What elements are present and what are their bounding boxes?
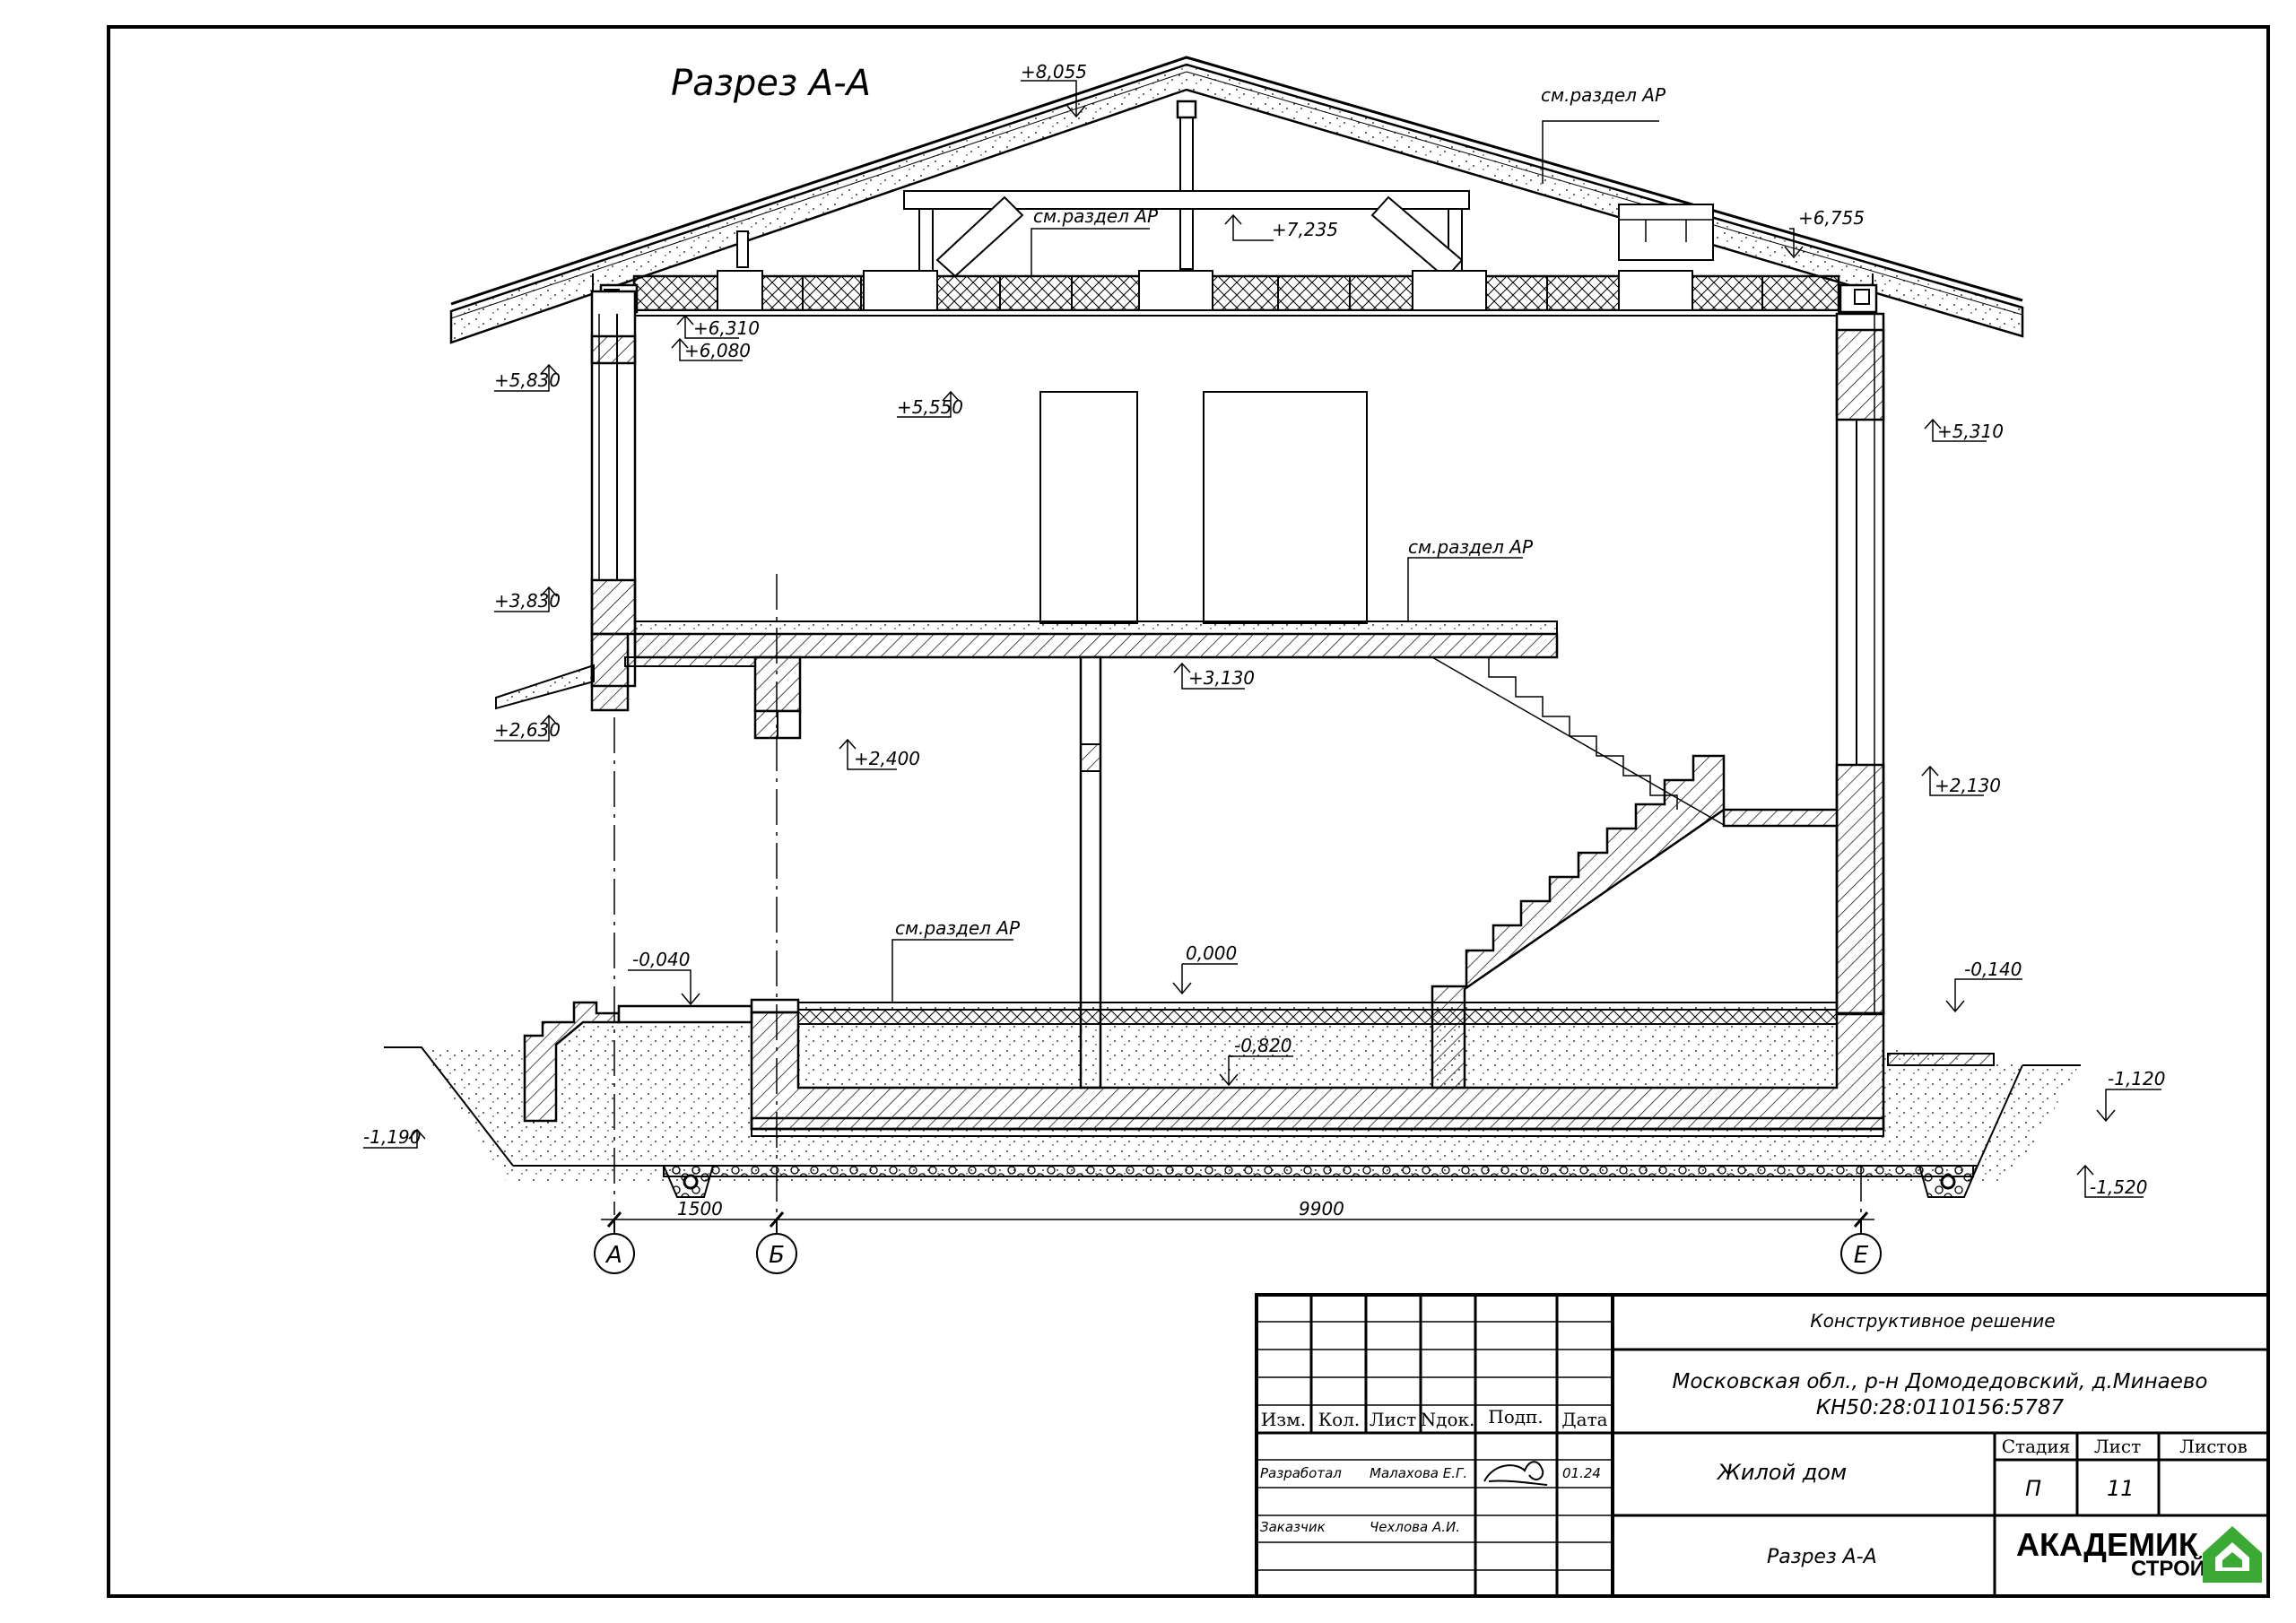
logo-line2: СТРОЙ — [2131, 1556, 2205, 1581]
level-foundation: -1,520 — [2090, 1176, 2147, 1198]
company-logo: АКАДЕМИК СТРОЙ — [2016, 1526, 2262, 1583]
axis-lines — [613, 574, 1862, 1215]
axis-label-b: Б — [769, 1242, 785, 1269]
tb-sheet-label: Лист — [2094, 1436, 2141, 1457]
level-landing: +2,130 — [1935, 775, 2001, 796]
level-floor2-under: +3,130 — [1188, 667, 1255, 689]
level-ground-right: -0,140 — [1964, 959, 2022, 980]
axis-bubbles — [594, 1219, 1882, 1274]
attic-floor — [599, 270, 1878, 317]
tb-header-kol: Кол. — [1318, 1409, 1361, 1430]
axis-label-a: А — [604, 1242, 622, 1269]
sheet-frame — [107, 25, 2270, 1598]
level-marks — [363, 80, 2161, 1198]
title-block — [1255, 1293, 2270, 1598]
signature-mark — [1483, 1461, 1548, 1486]
tb-address-line2: КН50:28:0110156:5787 — [1816, 1396, 2065, 1419]
note-floor1-ref: см.раздел АР — [895, 917, 1021, 939]
tb-customer-role: Заказчик — [1260, 1519, 1326, 1535]
level-porch: -0,040 — [632, 949, 690, 970]
tb-developer-date: 01.24 — [1562, 1465, 1601, 1481]
house-logo-icon — [2203, 1526, 2262, 1583]
level-wall-right-top: +5,310 — [1937, 421, 2004, 442]
dimension-span-ab: 1500 — [677, 1198, 723, 1219]
walls — [495, 290, 1885, 1016]
logo-line1: АКАДЕМИК — [2016, 1526, 2199, 1563]
level-door-top: +5,550 — [897, 396, 963, 418]
tb-customer-name: Чехлова А.И. — [1370, 1519, 1460, 1535]
level-grade-right: -1,120 — [2108, 1068, 2165, 1089]
tb-developer-name: Малахова Е.Г. — [1370, 1465, 1467, 1481]
tb-stage-value: П — [2025, 1476, 2041, 1501]
upper-doors — [1039, 391, 1368, 624]
dimension-span-be: 9900 — [1299, 1198, 1344, 1219]
leader-lines — [891, 120, 1659, 1002]
tb-stage-label: Стадия — [2002, 1436, 2071, 1457]
stair — [1431, 656, 1839, 1089]
tb-sheet-value: 11 — [2107, 1476, 2135, 1501]
level-grade-left: -1,190 — [363, 1126, 421, 1148]
drawing-title: Разрез А-А — [671, 63, 871, 104]
tb-header-ndok: Nдок. — [1421, 1409, 1475, 1430]
level-collar: +7,235 — [1272, 219, 1338, 240]
tb-header-izm: Изм. — [1261, 1409, 1306, 1430]
tb-header-data: Дата — [1561, 1409, 1607, 1430]
note-roof-ref: см.раздел АР — [1541, 84, 1666, 106]
tb-sheets-label: Листов — [2179, 1436, 2248, 1457]
level-ceiling: +6,080 — [684, 340, 751, 361]
tb-header-list: Лист — [1370, 1409, 1416, 1430]
note-attic-ref: см.раздел АР — [1033, 205, 1159, 227]
roof — [449, 56, 2024, 344]
second-floor-slab — [624, 621, 1559, 1089]
axis-label-e: Е — [1854, 1242, 1869, 1269]
dimension-line — [601, 1211, 1874, 1230]
tb-object: Жилой дом — [1716, 1460, 1847, 1485]
level-beam-bottom: +2,400 — [854, 748, 920, 769]
tb-drawing-name: Разрез А-А — [1767, 1546, 1877, 1568]
tb-developer-role: Разработал — [1260, 1465, 1342, 1481]
level-floor2-left: +3,830 — [494, 590, 561, 612]
level-canopy: +2,630 — [494, 719, 561, 741]
level-ridge: +8,055 — [1021, 61, 1087, 82]
note-floor2-ref: см.раздел АР — [1408, 536, 1534, 558]
ground-floor — [384, 998, 2081, 1198]
tb-address-line1: Московская обл., р-н Домодедовский, д.Ми… — [1672, 1370, 2207, 1393]
tb-section: Конструктивное решение — [1810, 1310, 2055, 1332]
level-eave-right: +6,755 — [1798, 207, 1865, 229]
level-eave-left: +5,830 — [494, 369, 561, 391]
tb-header-podp: Подп. — [1488, 1406, 1543, 1428]
level-pit: -0,820 — [1234, 1035, 1292, 1056]
level-floor1: 0,000 — [1186, 942, 1237, 964]
level-attic-floor: +6,310 — [693, 317, 760, 339]
